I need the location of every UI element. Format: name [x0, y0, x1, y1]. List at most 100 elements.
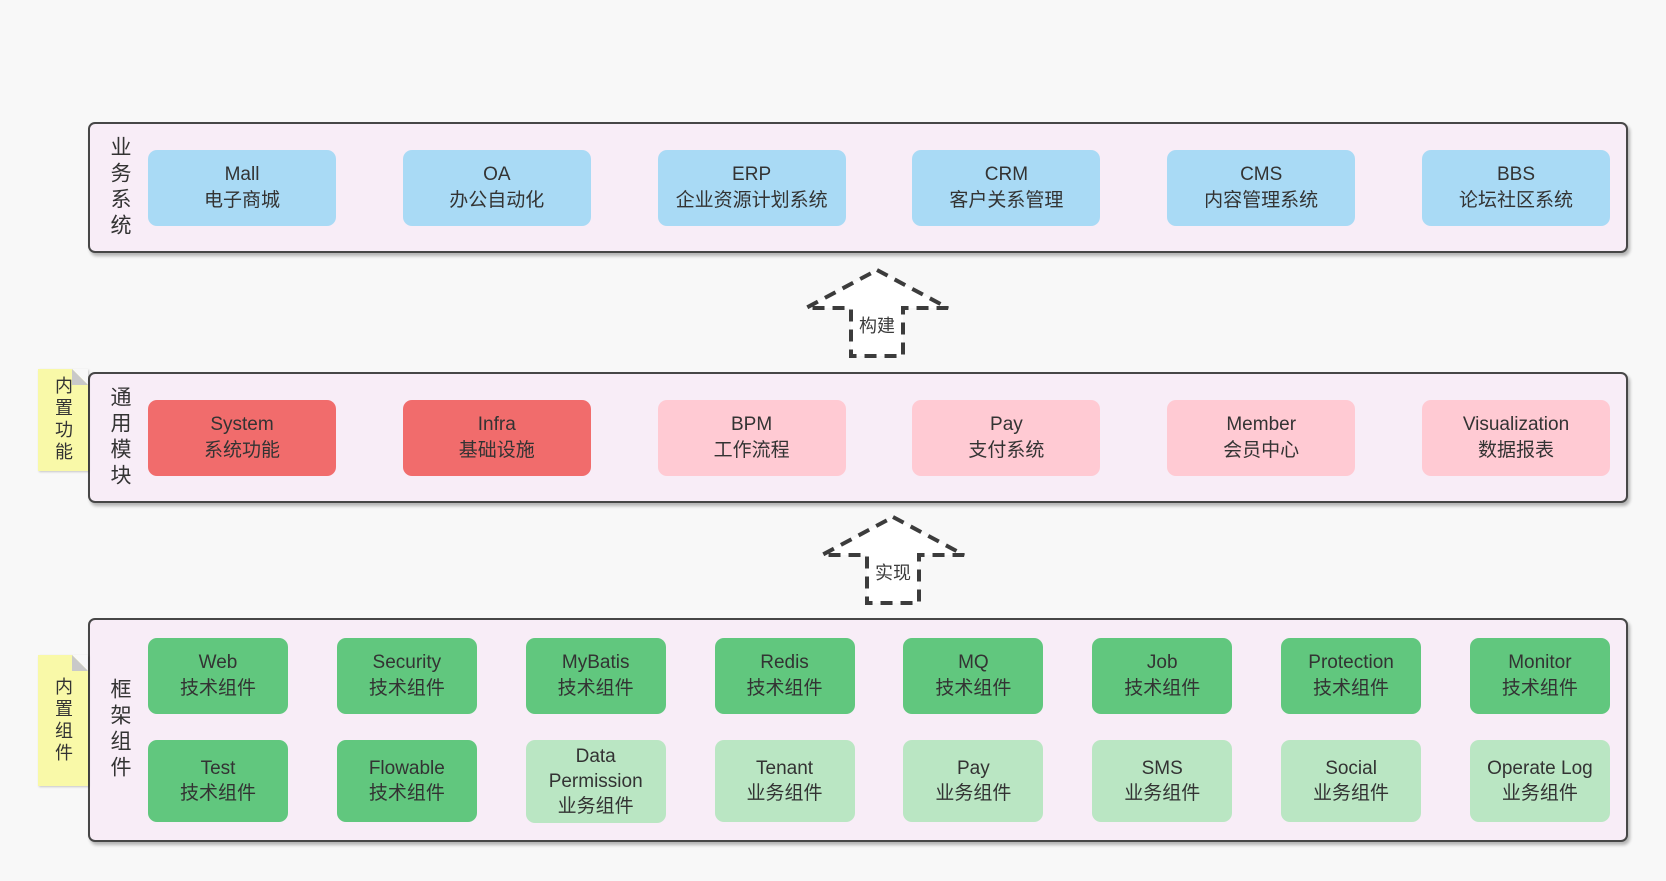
tier-label-framework: 框架组件 [108, 678, 131, 782]
implement-arrow: 实现 [813, 513, 973, 607]
box-sms: SMS 业务组件 [1092, 740, 1233, 822]
box-title: Member [1226, 413, 1297, 435]
box-subtitle: 技术组件 [935, 677, 1012, 699]
box-title: MyBatis [561, 651, 630, 673]
box-security: Security 技术组件 [336, 637, 477, 714]
box-title: Monitor [1508, 651, 1572, 673]
box-flowable: Flowable 技术组件 [336, 740, 477, 822]
box-subtitle: 数据报表 [1477, 439, 1554, 461]
box-title: Tenant [756, 758, 814, 779]
box-subtitle: 工作流程 [713, 439, 790, 461]
box-subtitle: 技术组件 [1313, 677, 1390, 699]
box-job: Job 技术组件 [1092, 637, 1233, 714]
box-subtitle: 技术组件 [368, 677, 445, 699]
box-title: CRM [984, 163, 1029, 185]
box-mq: MQ 技术组件 [903, 637, 1044, 714]
box-subtitle: 办公自动化 [449, 189, 545, 211]
box-mall: Mall 电子商城 [148, 149, 336, 226]
box-title: Pay [990, 413, 1023, 435]
box-title: Social [1325, 758, 1377, 779]
box-subtitle: 技术组件 [368, 783, 445, 804]
box-title: OA [483, 163, 511, 185]
box-subtitle: 客户关系管理 [949, 189, 1064, 211]
box-crm: CRM 客户关系管理 [912, 149, 1101, 226]
sticky-note-text: 内置组件 [53, 676, 73, 765]
box-subtitle: 技术组件 [179, 677, 256, 699]
box-subtitle: 技术组件 [1124, 677, 1201, 699]
sticky-note-built-in-features: 内置功能 [38, 369, 88, 471]
box-bpm: BPM 工作流程 [657, 399, 846, 476]
box-title: BBS [1496, 163, 1535, 185]
box-subtitle: 支付系统 [968, 439, 1045, 461]
box-title: Redis [760, 651, 809, 673]
box-title: System [210, 413, 274, 435]
box-title: SMS [1141, 758, 1183, 779]
arrow-label-implement: 实现 [872, 559, 914, 585]
box-monitor: Monitor 技术组件 [1469, 637, 1610, 714]
box-subtitle: 业务组件 [746, 783, 823, 804]
box-title: Protection [1308, 651, 1394, 673]
box-subtitle: 业务组件 [935, 783, 1012, 804]
box-test: Test 技术组件 [148, 740, 288, 822]
box-title: Test [200, 758, 236, 779]
box-social: Social 业务组件 [1281, 740, 1422, 822]
box-system: System 系统功能 [148, 399, 336, 476]
modules-box-row: System 系统功能 Infra 基础设施 BPM 工作流程 Pay 支付系统… [148, 399, 1610, 476]
box-title: Mall [224, 163, 260, 185]
tier-framework-components: 框架组件 Web 技术组件 Security 技术组件 MyBatis 技术组件… [88, 618, 1628, 842]
box-title: Security [372, 651, 442, 673]
box-title: Job [1146, 651, 1178, 673]
box-data-permission: Data Permission 业务组件 [525, 739, 666, 823]
box-title: Operate Log [1487, 758, 1593, 779]
arrow-label-build: 构建 [856, 312, 898, 338]
box-subtitle: 技术组件 [1501, 677, 1578, 699]
box-redis: Redis 技术组件 [714, 637, 855, 714]
box-title: Visualization [1462, 413, 1570, 435]
box-subtitle: 内容管理系统 [1204, 189, 1319, 211]
box-web: Web 技术组件 [148, 637, 288, 714]
box-title: BPM [731, 413, 773, 435]
box-infra: Infra 基础设施 [402, 399, 591, 476]
tier-label-business: 业务系统 [108, 135, 131, 240]
box-erp: ERP 企业资源计划系统 [657, 149, 846, 226]
box-title: Flowable [368, 758, 445, 779]
tier-common-modules: 通用模块 System 系统功能 Infra 基础设施 BPM 工作流程 Pay… [88, 372, 1628, 503]
box-subtitle: 业务组件 [1501, 783, 1578, 804]
framework-row-tech: Web 技术组件 Security 技术组件 MyBatis 技术组件 Redi… [148, 637, 1610, 714]
tier-label-modules: 通用模块 [108, 385, 131, 490]
sticky-note-built-in-components: 内置组件 [38, 655, 88, 786]
build-arrow: 构建 [797, 266, 957, 360]
box-title: MQ [958, 651, 989, 673]
framework-box-grid: Web 技术组件 Security 技术组件 MyBatis 技术组件 Redi… [148, 637, 1610, 823]
box-member: Member 会员中心 [1167, 399, 1356, 476]
box-subtitle: 论坛社区系统 [1458, 189, 1573, 211]
box-title: CMS [1240, 163, 1283, 185]
box-protection: Protection 技术组件 [1281, 637, 1422, 714]
box-visualization: Visualization 数据报表 [1421, 399, 1610, 476]
box-title: Data Permission [548, 745, 643, 792]
box-pay-component: Pay 业务组件 [903, 740, 1044, 822]
box-mybatis: MyBatis 技术组件 [525, 637, 666, 714]
box-title: ERP [732, 163, 772, 185]
box-title: Web [198, 651, 238, 673]
box-subtitle: 系统功能 [203, 439, 280, 461]
box-subtitle: 业务组件 [1313, 783, 1390, 804]
box-subtitle: 电子商城 [203, 189, 280, 211]
box-cms: CMS 内容管理系统 [1167, 149, 1356, 226]
box-pay: Pay 支付系统 [912, 399, 1101, 476]
box-operate-log: Operate Log 业务组件 [1469, 740, 1610, 822]
sticky-note-text: 内置功能 [53, 376, 73, 464]
box-subtitle: 技术组件 [746, 677, 823, 699]
box-subtitle: 业务组件 [557, 795, 634, 817]
box-oa: OA 办公自动化 [402, 149, 591, 226]
tier-business-systems: 业务系统 Mall 电子商城 OA 办公自动化 ERP 企业资源计划系统 CRM… [88, 122, 1628, 253]
box-title: Pay [957, 758, 990, 779]
box-tenant: Tenant 业务组件 [714, 740, 855, 822]
box-subtitle: 业务组件 [1124, 783, 1201, 804]
box-subtitle: 基础设施 [458, 439, 535, 461]
box-bbs: BBS 论坛社区系统 [1421, 149, 1610, 226]
box-title: Infra [477, 413, 516, 435]
box-subtitle: 技术组件 [557, 677, 634, 699]
business-box-row: Mall 电子商城 OA 办公自动化 ERP 企业资源计划系统 CRM 客户关系… [148, 149, 1610, 226]
box-subtitle: 会员中心 [1223, 439, 1300, 461]
